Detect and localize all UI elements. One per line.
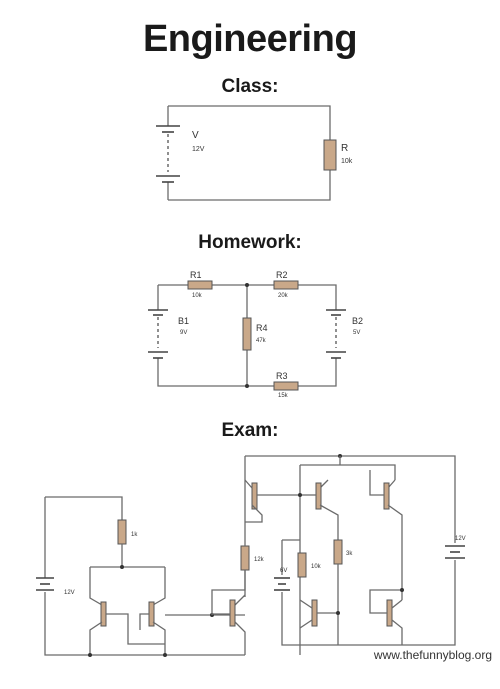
exam-resistor-left <box>117 519 127 545</box>
exam-battery-right-value: 12V <box>455 536 466 542</box>
exam-r-right-value: 3k <box>346 551 353 557</box>
hw-r1-value: 10k <box>192 293 203 299</box>
class-resistor-name: R <box>341 143 348 154</box>
homework-circuit: R1 10k R2 20k R3 15k R4 47k B1 9V B2 5V <box>148 270 363 399</box>
exam-node-8 <box>400 588 404 592</box>
hw-resistor-r4 <box>242 317 252 351</box>
exam-resistor-center <box>297 552 307 578</box>
hw-r4-name: R4 <box>256 323 268 333</box>
hw-battery-b1 <box>148 309 168 359</box>
exam-wire-left-top <box>45 496 123 520</box>
hw-r4-value: 47k <box>256 338 267 344</box>
exam-node-1 <box>120 565 124 569</box>
exam-r-mid-value: 12k <box>254 557 265 563</box>
hw-wire-bottom-left <box>157 358 274 387</box>
section-label-class: Class: <box>221 76 279 97</box>
exam-node-7 <box>336 611 340 615</box>
class-resistor-value: 10k <box>341 158 353 165</box>
exam-node-3 <box>163 653 167 657</box>
class-wire-bottom <box>168 170 331 201</box>
hw-node-bottom <box>245 384 249 388</box>
class-battery <box>156 125 180 183</box>
exam-transistor-q6 <box>340 464 403 600</box>
exam-transistor-q4 <box>244 479 300 523</box>
exam-circuit: 12V 1k 12k <box>36 454 466 657</box>
exam-battery-right <box>445 545 465 559</box>
exam-r-center-value: 10k <box>311 564 322 570</box>
exam-transistor-q5 <box>300 464 340 540</box>
class-wire-top <box>168 105 331 140</box>
hw-b1-value: 9V <box>180 330 187 336</box>
exam-battery-left <box>36 577 54 591</box>
hw-r1-name: R1 <box>190 270 202 280</box>
hw-r3-name: R3 <box>276 371 288 381</box>
hw-resistor-r1 <box>187 280 213 290</box>
exam-wire-mid-batt-bottom <box>281 592 300 646</box>
exam-wire-bottom-right <box>300 560 456 646</box>
hw-wire-top-right <box>298 284 337 310</box>
exam-transistor-q1 <box>89 567 165 655</box>
hw-b2-value: 5V <box>353 330 360 336</box>
page-title: Engineering <box>142 18 358 60</box>
exam-transistor-q8 <box>369 589 403 645</box>
class-circuit: V 12V R 10k <box>156 105 353 201</box>
hw-b2-name: B2 <box>352 316 363 326</box>
hw-r2-value: 20k <box>278 293 289 299</box>
exam-node-6 <box>298 493 302 497</box>
hw-r3-value: 15k <box>278 393 289 399</box>
exam-battery-mid-value: 6V <box>280 568 287 574</box>
section-label-exam: Exam: <box>221 420 279 441</box>
class-battery-name: V <box>192 130 199 141</box>
section-label-homework: Homework: <box>198 232 302 253</box>
hw-node-top <box>245 283 249 287</box>
exam-transistor-q3 <box>212 570 246 655</box>
class-battery-value: 12V <box>192 146 205 153</box>
hw-b1-name: B1 <box>178 316 189 326</box>
exam-battery-left-value: 12V <box>64 590 75 596</box>
hw-wire-bottom-right <box>298 358 337 387</box>
exam-wire-r-mid <box>211 570 246 615</box>
class-resistor <box>323 139 337 171</box>
hw-battery-b2 <box>326 309 346 359</box>
exam-r-left-value: 1k <box>131 532 138 538</box>
exam-transistor-q2 <box>139 567 166 655</box>
exam-node-2 <box>88 653 92 657</box>
watermark: www.thefunnyblog.org <box>371 647 494 663</box>
exam-wire-top-rail <box>245 455 456 543</box>
hw-resistor-r3 <box>273 381 299 391</box>
exam-transistor-q7 <box>299 599 338 629</box>
exam-resistor-right <box>333 539 343 565</box>
exam-resistor-mid <box>240 545 250 571</box>
exam-wire-left-bottom <box>44 592 245 656</box>
hw-r2-name: R2 <box>276 270 288 280</box>
hw-resistor-r2 <box>273 280 299 290</box>
exam-battery-mid <box>274 577 290 591</box>
